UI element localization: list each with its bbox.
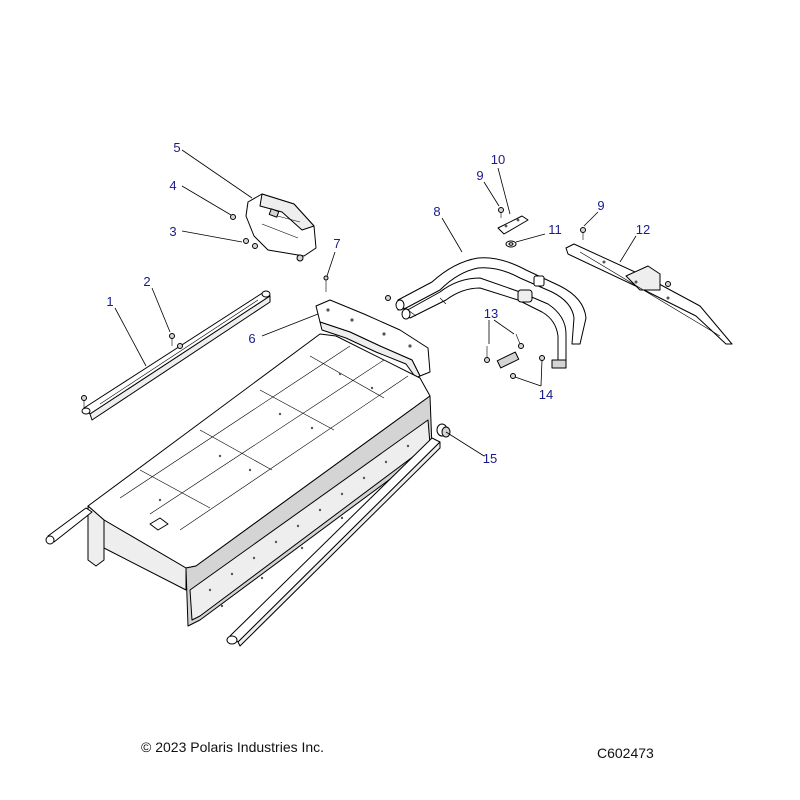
part-5-cover xyxy=(245,193,317,257)
part-8-grab-bar xyxy=(395,257,587,369)
part-10-plate xyxy=(497,215,529,235)
part-2-screws xyxy=(81,333,183,408)
part-11-washer xyxy=(505,240,517,248)
callout-10: 10 xyxy=(491,152,505,167)
callout-14: 14 xyxy=(539,387,553,402)
deck-holes xyxy=(158,372,374,502)
part-15-grommet xyxy=(436,423,451,438)
callout-1: 1 xyxy=(106,294,113,309)
tunnel-assembly xyxy=(45,333,441,647)
part-13-bolts xyxy=(484,333,524,363)
leader-lines xyxy=(114,149,637,457)
callout-9a: 9 xyxy=(476,168,483,183)
callout-12: 12 xyxy=(636,222,650,237)
callout-9b: 9 xyxy=(597,198,604,213)
callout-4: 4 xyxy=(169,178,176,193)
part-1-rail xyxy=(81,290,271,421)
callout-7: 7 xyxy=(333,236,340,251)
part-7-bolt xyxy=(323,275,329,292)
callout-2: 2 xyxy=(143,274,150,289)
callout-13: 13 xyxy=(484,306,498,321)
callout-labels: 1 2 3 4 5 6 7 8 9 9 10 11 12 13 14 15 xyxy=(106,140,650,466)
copyright-text: © 2023 Polaris Industries Inc. xyxy=(141,739,325,755)
callout-6: 6 xyxy=(248,331,255,346)
part-3-4-fasteners xyxy=(230,214,304,262)
callout-11: 11 xyxy=(548,222,562,237)
part-9-screw-a xyxy=(498,207,504,218)
figure-id: C602473 xyxy=(597,745,654,761)
part-8-studs xyxy=(385,295,447,317)
callout-15: 15 xyxy=(483,451,497,466)
callout-5: 5 xyxy=(173,140,180,155)
part-12-bracket xyxy=(565,243,733,345)
callout-8: 8 xyxy=(433,204,440,219)
part-9-screw-b xyxy=(580,227,671,287)
callout-3: 3 xyxy=(169,224,176,239)
